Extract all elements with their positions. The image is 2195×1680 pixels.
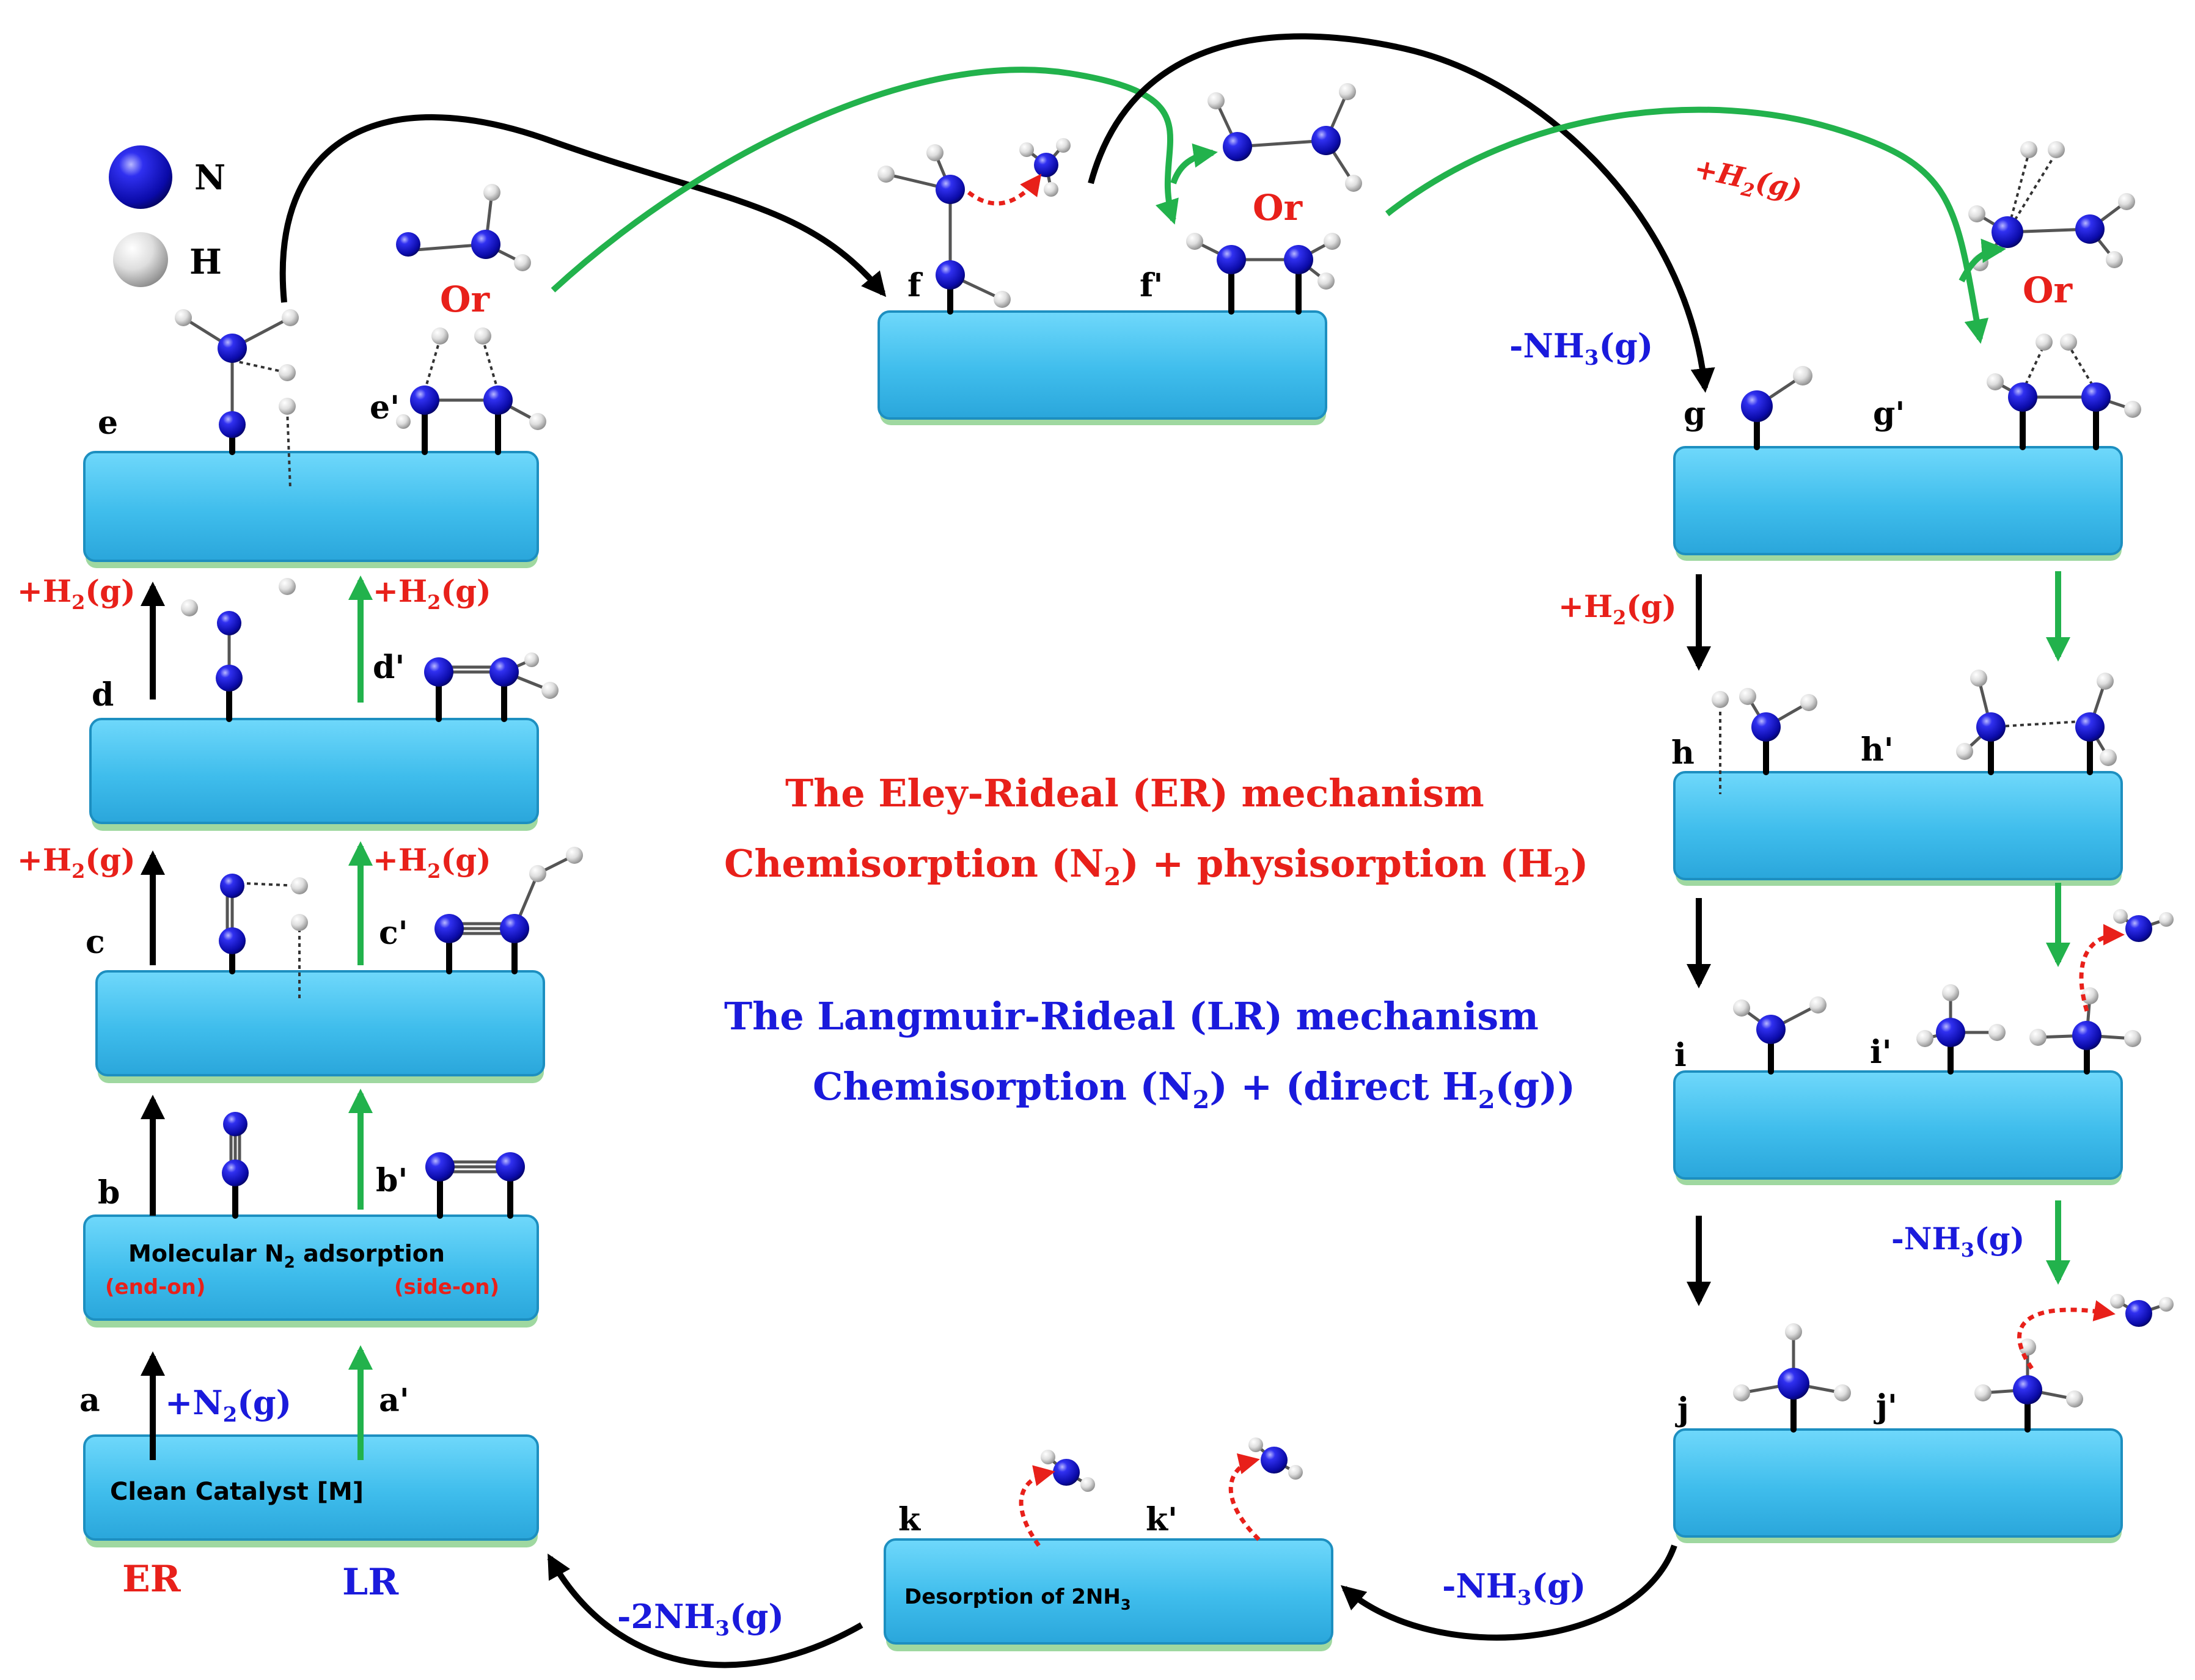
label-d: d [92,676,114,714]
label-b: b [98,1174,120,1211]
legend-h-label: H [189,242,222,282]
label-k: k [898,1501,921,1538]
slab-i [1673,1070,2123,1185]
or-branch-g [1959,238,2006,283]
slab-b-end-on: (end-on) [105,1275,205,1299]
label-g: g [1684,395,1706,433]
label-b-prime: b' [376,1162,408,1199]
stage-labels: a a' b b' c c' d d' e e' f f' g g' h h' … [79,267,1905,1538]
reagent-h2-e-right: +H2(g) [373,573,491,614]
er-mechanism-title: The Eley-Rideal (ER) mechanism [785,771,1484,816]
label-h: h [1671,734,1695,772]
reagent-h2-e-left: +H2(g) [17,573,136,614]
label-a-prime: a' [379,1382,409,1419]
slab-f [878,310,1327,425]
or-label-g: Or [2023,269,2073,311]
label-i-prime: i' [1870,1034,1892,1071]
slab-g [1673,446,2123,561]
slab-d [89,718,539,831]
slab-a-text: Clean Catalyst [M] [110,1478,364,1506]
label-f: f [907,267,923,304]
or-label-f: Or [1253,187,1303,228]
reagent-h2-g: +H2(g) [1558,588,1677,629]
curve-e-to-f [279,114,887,303]
curve-f-to-g-prime [1385,106,1989,344]
label-g-prime: g' [1873,395,1905,433]
lr-mechanism-title: The Langmuir-Rideal (LR) mechanism [724,994,1539,1039]
reagent-n2: +N2(g) [165,1383,291,1427]
label-f-prime: f' [1140,267,1163,304]
or-branch-f [1170,143,1218,184]
legend-h-atom [113,232,168,287]
or-labels: Or Or Or [440,187,2073,320]
slab-j [1673,1428,2123,1543]
desorption-arrows [967,173,2125,1547]
h2-reagent-labels: +H2(g) +H2(g) +H2(g) +H2(g) +H2(g) +H2(g… [17,152,1805,883]
reagent-minus-nh3-j: -NH3(g) [1442,1566,1586,1610]
reagent-minus-nh3-top: -NH3(g) [1509,326,1653,370]
label-d-prime: d' [373,649,405,686]
curve-j-to-k [1340,1544,1677,1641]
hydrogen-atoms [113,83,2174,1492]
reagent-minus-nh3-i: -NH3(g) [1891,1221,2025,1262]
slab-k [884,1538,1333,1651]
reagent-h2-d-left: +H2(g) [17,842,136,883]
slab-h [1673,771,2123,886]
curve-e-to-f-prime [551,67,1179,293]
label-j-prime: j' [1874,1388,1897,1425]
lr-vertical-arrows [348,571,2070,1460]
label-e: e [98,404,118,442]
slab-a [83,1434,539,1547]
er-mechanism-detail: Chemisorption (N2) + physisorption (H2) [724,841,1588,891]
nitrogen-atoms [109,126,2152,1486]
label-i: i [1674,1037,1687,1074]
slab-k-text: Desorption of 2NH3 [904,1585,1131,1613]
reagent-h2-top: +H2(g) [1690,152,1805,212]
blue-reagent-labels: +N2(g) -NH3(g) -NH3(g) -NH3(g) -2NH3(g) [165,326,2025,1641]
er-label: ER [122,1558,181,1601]
legend-n-label: N [194,158,225,198]
or-label-e: Or [440,279,491,320]
label-j: j [1675,1391,1689,1428]
label-a: a [79,1382,100,1419]
legend-n-atom [109,145,172,209]
slab-b [83,1214,539,1328]
reagent-minus-2nh3: -2NH3(g) [617,1597,784,1641]
label-h-prime: h' [1861,731,1894,769]
lr-label: LR [342,1561,399,1604]
label-e-prime: e' [370,389,400,426]
slab-e [83,451,539,568]
slab-b-text: Molecular N2 adsorption [128,1240,445,1272]
curve-k-to-a [547,1554,863,1668]
slab-c [95,970,545,1083]
label-c-prime: c' [379,915,408,952]
label-k-prime: k' [1146,1501,1178,1538]
lr-mechanism-detail: Chemisorption (N2) + (direct H2(g)) [813,1064,1575,1114]
label-c: c [86,924,105,961]
reagent-h2-d-right: +H2(g) [373,842,491,883]
slab-b-side-on: (side-on) [394,1275,499,1299]
er-vertical-arrows [141,574,1711,1460]
curve-f-to-g [1088,33,1715,393]
